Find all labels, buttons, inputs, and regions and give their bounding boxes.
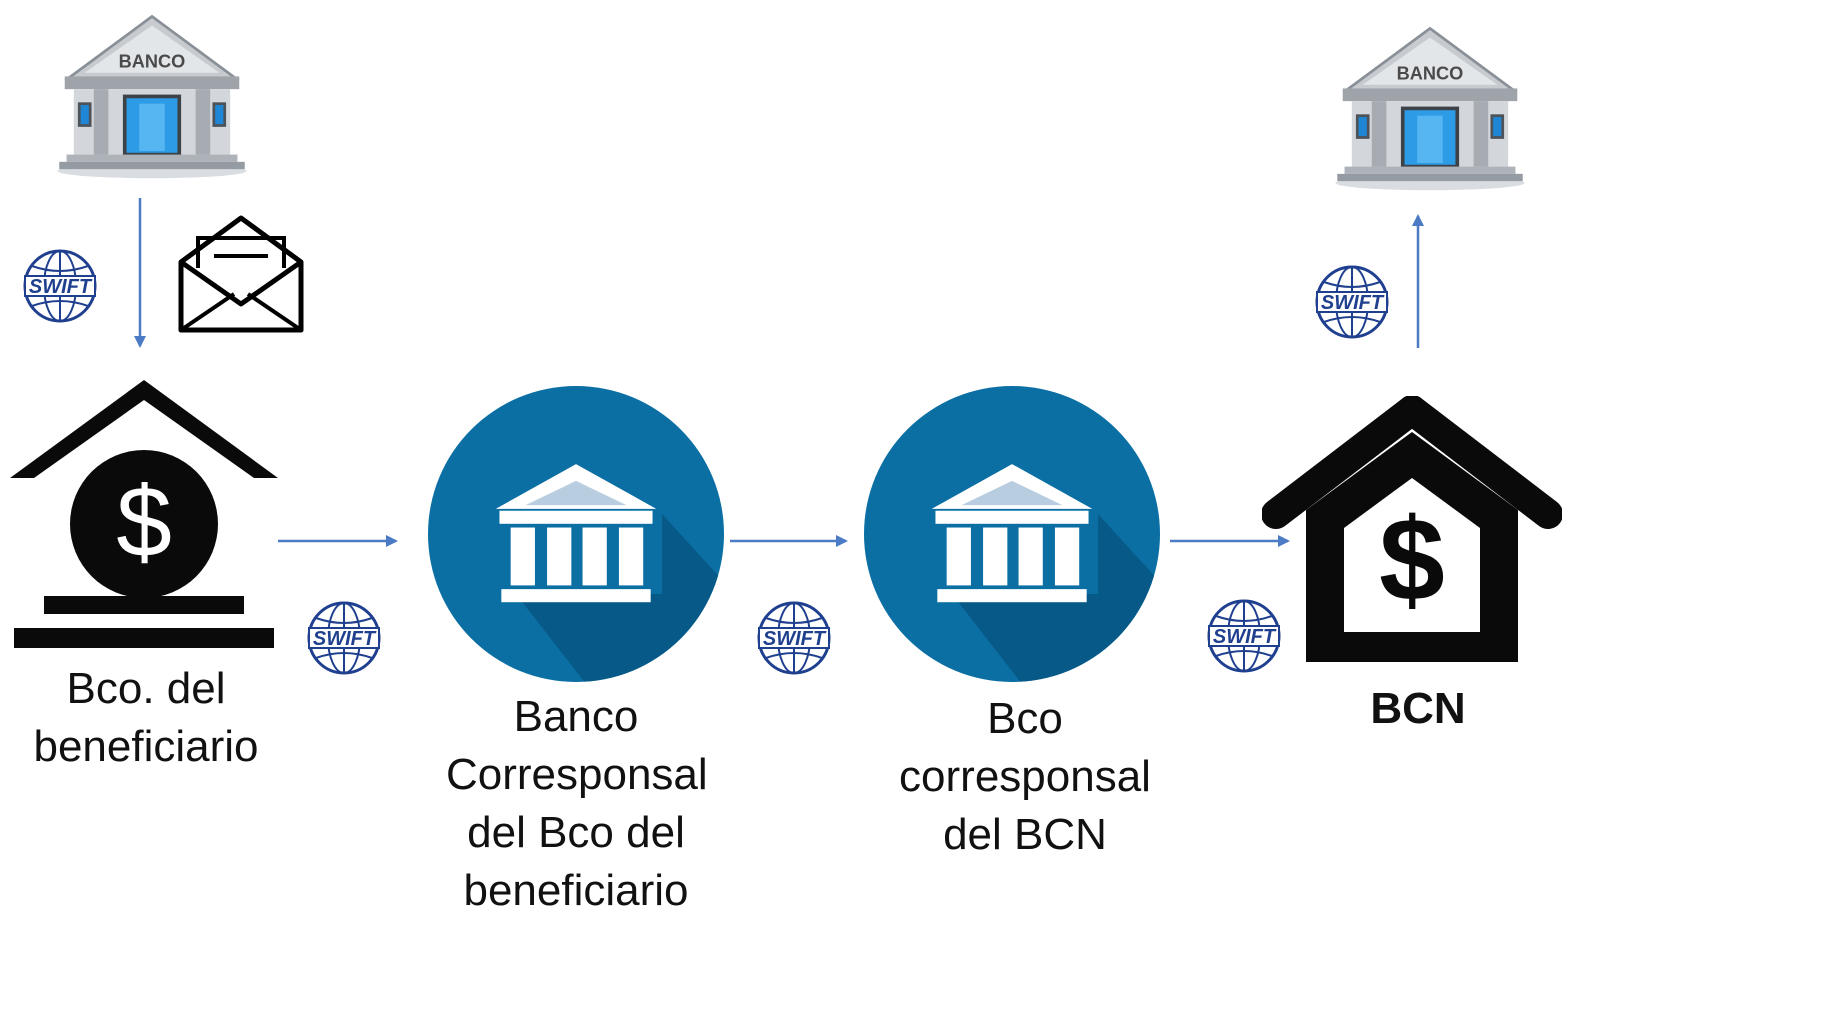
label-bco-beneficiario: Bco. del beneficiario — [33, 664, 259, 771]
building-sign: BANCO — [119, 51, 186, 71]
building-sign: BANCO — [1397, 63, 1464, 83]
bcn-house-icon: $ — [1262, 396, 1562, 668]
correspondent-bank-icon — [426, 384, 726, 684]
label-bcn: BCN — [1370, 684, 1466, 733]
swift-badge-icon: SWIFT — [1204, 596, 1284, 676]
svg-text:SWIFT: SWIFT — [763, 628, 827, 650]
svg-text:$: $ — [1379, 494, 1445, 626]
label-bco-corresponsal-bcn: Bco corresponsal del BCN — [899, 694, 1151, 859]
dollar-bank-icon: $ — [8, 378, 280, 650]
swift-badge-icon: SWIFT — [1312, 262, 1392, 342]
swift-badge-icon: SWIFT — [754, 598, 834, 678]
swift-badge-icon: SWIFT — [20, 246, 100, 326]
swift-badge-icon: SWIFT — [304, 598, 384, 678]
svg-text:SWIFT: SWIFT — [1213, 626, 1277, 648]
label-banco-corresponsal: Banco Corresponsal del Bco del beneficia… — [446, 692, 708, 915]
bank-building-icon: BANCO — [1330, 20, 1530, 195]
svg-text:$: $ — [116, 466, 172, 578]
svg-text:SWIFT: SWIFT — [313, 628, 377, 650]
svg-text:SWIFT: SWIFT — [29, 276, 93, 298]
correspondent-bank-icon — [862, 384, 1162, 684]
svg-text:SWIFT: SWIFT — [1321, 292, 1385, 314]
envelope-icon — [176, 212, 306, 334]
bank-building-icon: BANCO — [52, 8, 252, 183]
